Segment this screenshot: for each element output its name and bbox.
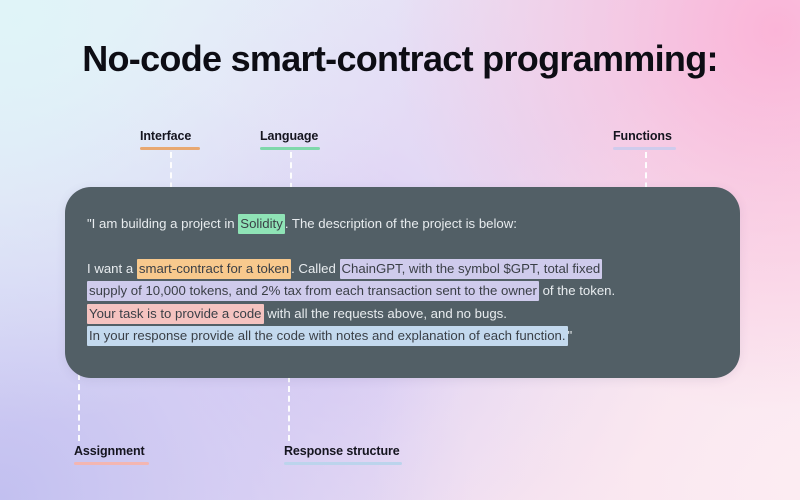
highlight-task: Your task is to provide a code <box>87 303 264 324</box>
annotation-language-underline <box>260 147 320 150</box>
prompt-line-2-mid: . Called <box>291 260 340 276</box>
prompt-line-5-post: " <box>567 328 573 343</box>
annotation-assignment: Assignment <box>74 444 149 465</box>
connector-assignment <box>78 313 80 441</box>
connector-response-structure <box>288 337 290 441</box>
annotation-response-structure-label: Response structure <box>284 444 400 458</box>
prompt-paragraph-gap <box>87 236 717 258</box>
prompt-line-3-post: of the token. <box>538 283 616 298</box>
prompt-line-1: "I am building a project in Solidity. Th… <box>87 213 717 236</box>
annotation-assignment-label: Assignment <box>74 444 145 458</box>
annotation-language: Language <box>260 129 320 150</box>
prompt-line-4-post: with all the requests above, and no bugs… <box>263 305 507 321</box>
prompt-line-5: In your response provide all the code wi… <box>87 325 717 348</box>
annotation-interface-underline <box>140 147 200 150</box>
annotation-interface: Interface <box>140 129 200 150</box>
highlight-response-structure: In your response provide all the code wi… <box>87 326 568 346</box>
annotation-functions-underline <box>613 147 676 150</box>
prompt-line-2-pre: I want a <box>87 260 137 276</box>
annotation-language-label: Language <box>260 129 319 143</box>
annotation-functions-label: Functions <box>613 129 672 143</box>
highlight-functions-part-1: ChainGPT, with the symbol $GPT, total fi… <box>339 258 603 279</box>
prompt-line-1-pre: "I am building a project in <box>87 216 239 231</box>
prompt-line-2: I want a smart-contract for a token. Cal… <box>87 258 717 281</box>
annotation-assignment-underline <box>74 462 149 465</box>
highlight-assignment: smart-contract for a token <box>136 258 292 279</box>
prompt-line-4: Your task is to provide a code with all … <box>87 303 717 326</box>
page-title: No-code smart-contract programming: <box>82 38 718 79</box>
annotation-response-structure: Response structure <box>284 444 402 465</box>
prompt-line-1-post: . The description of the project is belo… <box>284 216 517 231</box>
highlight-functions-part-2: supply of 10,000 tokens, and 2% tax from… <box>87 281 539 301</box>
prompt-panel: "I am building a project in Solidity. Th… <box>65 187 740 378</box>
annotation-interface-label: Interface <box>140 129 192 143</box>
prompt-text: "I am building a project in Solidity. Th… <box>87 213 717 348</box>
prompt-line-3: supply of 10,000 tokens, and 2% tax from… <box>87 280 717 303</box>
annotation-response-structure-underline <box>284 462 402 465</box>
annotation-functions: Functions <box>613 129 676 150</box>
highlight-language: Solidity <box>238 214 285 234</box>
